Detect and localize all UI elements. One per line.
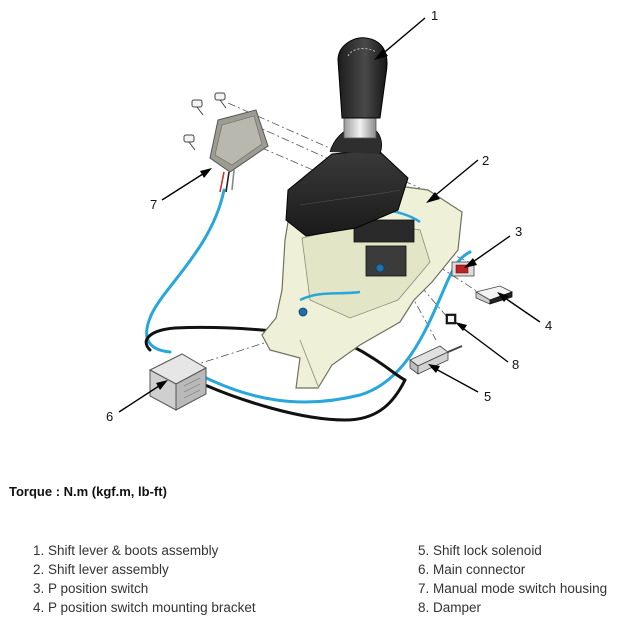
legend-item: 3. P position switch xyxy=(33,581,149,596)
legend-item: 5. Shift lock solenoid xyxy=(418,543,542,558)
legend-right: 5. Shift lock solenoid 6. Main connector… xyxy=(418,541,607,617)
shift-knob xyxy=(337,37,388,139)
callout-6: 6 xyxy=(106,409,113,424)
exploded-diagram: 1 2 3 4 5 6 7 8 xyxy=(106,8,552,424)
callout-labels: 1 2 3 4 5 6 7 8 xyxy=(106,8,552,424)
legend-left: 1. Shift lever & boots assembly 2. Shift… xyxy=(33,541,256,617)
callout-7: 7 xyxy=(150,197,157,212)
callout-5: 5 xyxy=(484,389,491,404)
manual-mode-switch-housing xyxy=(209,109,269,193)
damper xyxy=(445,313,457,325)
callout-3: 3 xyxy=(515,224,522,239)
legend-item: 1. Shift lever & boots assembly xyxy=(33,543,219,558)
legend-item: 7. Manual mode switch housing xyxy=(418,581,608,596)
callout-8: 8 xyxy=(512,357,519,372)
callout-4: 4 xyxy=(545,318,552,333)
legend-item: 2. Shift lever assembly xyxy=(33,562,169,577)
shift-lock-solenoid xyxy=(409,345,463,375)
main-connector xyxy=(148,353,208,411)
p-position-switch-bracket xyxy=(474,285,514,305)
legend-item: 6. Main connector xyxy=(418,562,526,577)
leader-lines xyxy=(118,17,541,413)
shift-boot xyxy=(285,127,409,237)
torque-heading: Torque : N.m (kgf.m, lb-ft) xyxy=(9,484,167,499)
legend-item: 4. P position switch mounting bracket xyxy=(33,600,256,615)
callout-2: 2 xyxy=(482,153,489,168)
legend-item: 8. Damper xyxy=(418,600,482,615)
screw-icon xyxy=(183,92,227,151)
callout-1: 1 xyxy=(431,8,438,23)
